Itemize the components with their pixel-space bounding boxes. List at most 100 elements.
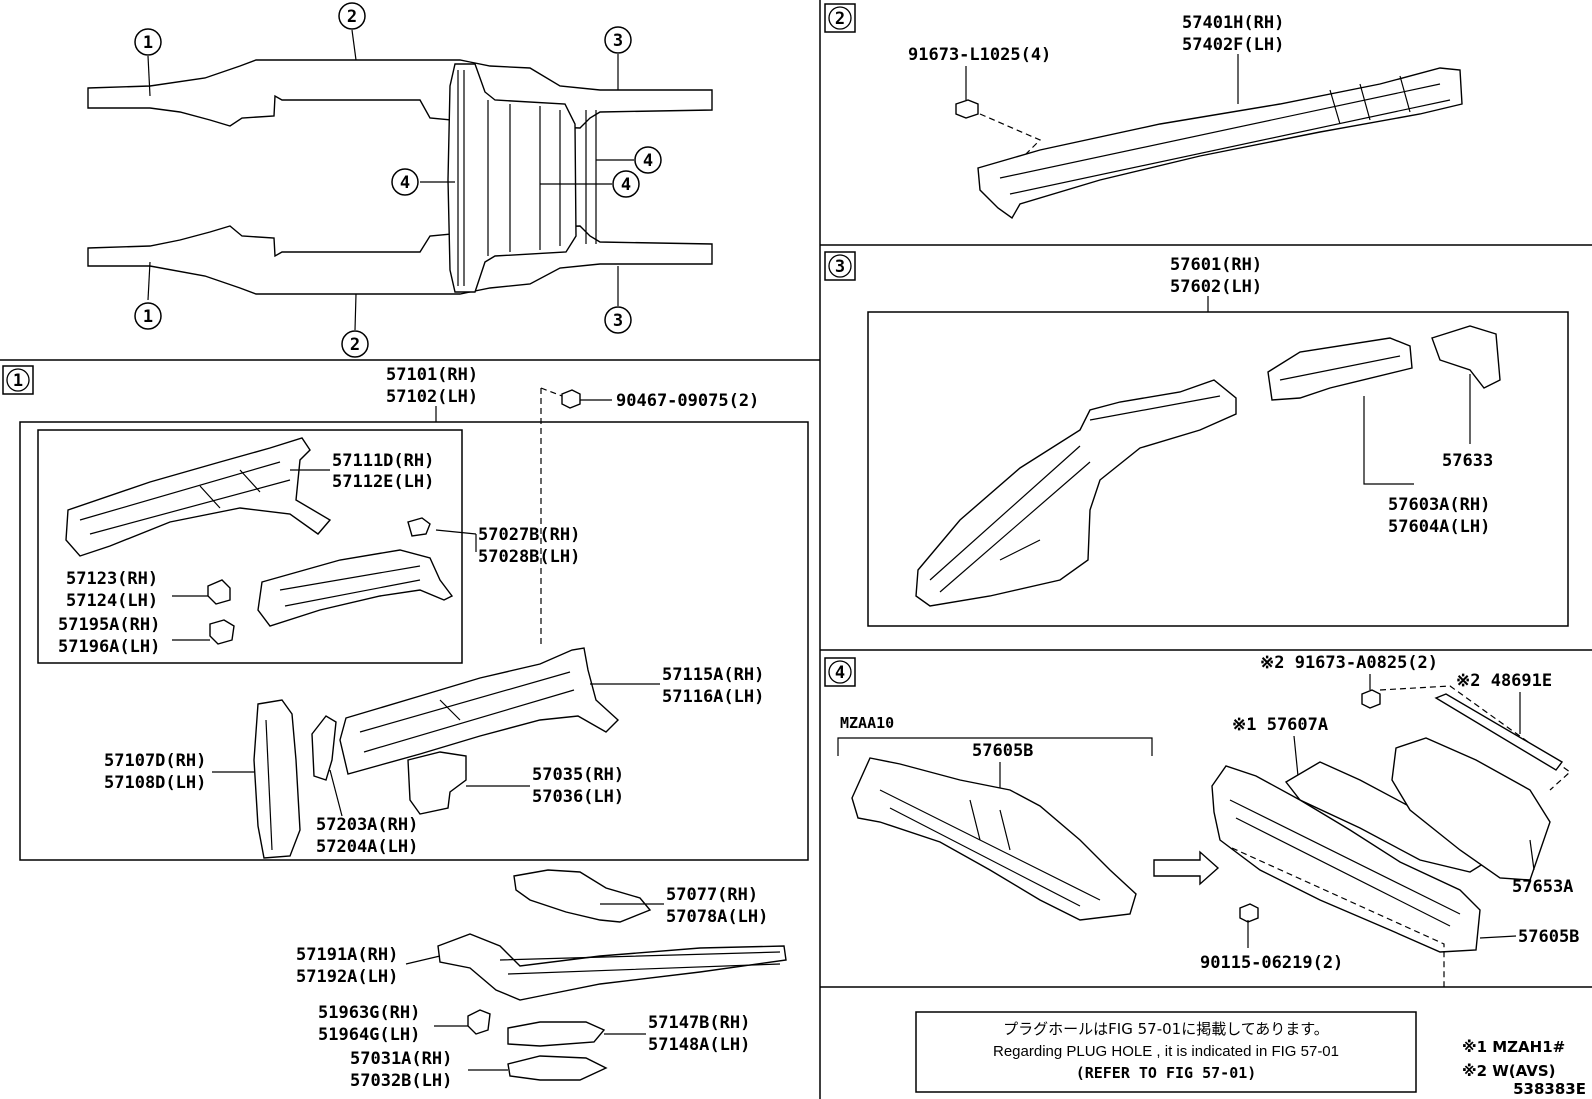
underbody-overview: [87, 59, 713, 295]
label-57102: 57102(LH): [386, 387, 478, 407]
label-57115: 57115A(RH): [662, 665, 764, 685]
label-57108: 57108D(LH): [104, 773, 206, 793]
part-57203: [311, 715, 337, 781]
label-57077: 57077(RH): [666, 885, 758, 905]
part-57195: [209, 619, 235, 645]
label-57101: 57101(RH): [386, 365, 478, 385]
footnote-1: ※1 MZAH1#: [1462, 1038, 1565, 1056]
label-51963: 51963G(RH): [318, 1003, 420, 1023]
label-51964: 51964G(LH): [318, 1025, 420, 1045]
label-90115: 90115-06219(2): [1200, 953, 1343, 973]
label-57601: 57601(RH): [1170, 255, 1262, 275]
section-2: 2 91673-L1025(4) 57401H(RH) 57402F(LH): [824, 3, 1463, 220]
part-57601: [915, 379, 1237, 607]
note-en: Regarding PLUG HOLE , it is indicated in…: [993, 1043, 1339, 1060]
callout-4-left: 4: [400, 173, 410, 193]
label-57402: 57402F(LH): [1182, 35, 1284, 55]
label-91673a: ※2 91673-A0825(2): [1260, 653, 1438, 673]
part-57027: [257, 549, 454, 627]
label-57605b-right: 57605B: [1518, 927, 1579, 947]
part-51963: [467, 1009, 491, 1035]
notes-area: プラグホールはFIG 57-01に掲載してあります。 Regarding PLU…: [915, 1011, 1586, 1098]
label-57633: 57633: [1442, 451, 1493, 471]
overview-callouts: 1 2 3 4 4 4 1 2 3: [134, 2, 662, 358]
label-57036: 57036(LH): [532, 787, 624, 807]
footnote-2: ※2 W(AVS): [1462, 1062, 1556, 1080]
callout-4-mid: 4: [621, 175, 631, 195]
callout-4-right: 4: [643, 151, 653, 171]
callout-3-bottom: 3: [613, 311, 623, 331]
bolt-90467: [561, 389, 581, 409]
figure-id: 538383E: [1513, 1080, 1586, 1098]
note-ref: (REFER TO FIG 57-01): [1076, 1064, 1257, 1082]
arrow-right: [1153, 850, 1220, 886]
callout-3-top: 3: [613, 31, 623, 51]
label-57191: 57191A(RH): [296, 945, 398, 965]
label-57603: 57603A(RH): [1388, 495, 1490, 515]
label-90467: 90467-09075(2): [616, 391, 759, 411]
label-57192: 57192A(LH): [296, 967, 398, 987]
label-57032: 57032B(LH): [350, 1071, 452, 1091]
label-57147: 57147B(RH): [648, 1013, 750, 1033]
section-4: 4 MZAA10 57605B ※1 57607A ※2 91673-A0825…: [824, 653, 1579, 990]
callout-2-bottom: 2: [350, 335, 360, 355]
label-48691: ※2 48691E: [1456, 671, 1552, 691]
label-57604: 57604A(LH): [1388, 517, 1490, 537]
label-57653: 57653A: [1512, 877, 1573, 897]
part-57633: [1431, 325, 1501, 389]
part-57027-bracket: [407, 517, 431, 537]
label-57112: 57112E(LH): [332, 472, 434, 492]
part-57111: [65, 437, 332, 557]
label-57148: 57148A(LH): [648, 1035, 750, 1055]
label-57027: 57027B(RH): [478, 525, 580, 545]
section-4-badge-number: 4: [835, 663, 845, 683]
label-57602: 57602(LH): [1170, 277, 1262, 297]
part-57077: [513, 869, 652, 923]
part-57147: [507, 1021, 606, 1047]
plug-hole-note-box: [915, 1011, 1417, 1093]
part-48691: [1434, 693, 1564, 771]
callout-1-bottom: 1: [143, 307, 153, 327]
label-57204: 57204A(LH): [316, 837, 418, 857]
part-57603: [1267, 337, 1413, 401]
label-57078: 57078A(LH): [666, 907, 768, 927]
label-57605b-left: 57605B: [972, 741, 1033, 761]
section-2-badge-number: 2: [835, 9, 845, 29]
bolt-90115: [1239, 903, 1259, 923]
label-57111: 57111D(RH): [332, 451, 434, 471]
label-57196: 57196A(LH): [58, 637, 160, 657]
callout-1-top: 1: [143, 33, 153, 53]
part-57123: [207, 579, 231, 605]
section-1-inner-box: [37, 429, 463, 664]
part-57035: [407, 751, 467, 815]
section-1-badge-number: 1: [13, 371, 23, 391]
label-57028: 57028B(LH): [478, 547, 580, 567]
label-57116: 57116A(LH): [662, 687, 764, 707]
label-57123: 57123(RH): [66, 569, 158, 589]
section-3-badge-number: 3: [835, 257, 845, 277]
label-mzaa10: MZAA10: [840, 714, 894, 732]
part-57401: [977, 67, 1463, 220]
label-57035: 57035(RH): [532, 765, 624, 785]
note-jp: プラグホールはFIG 57-01に掲載してあります。: [1003, 1020, 1329, 1038]
bolt-91673a: [1361, 689, 1381, 709]
part-57605b-mzaa10: [851, 757, 1137, 921]
label-57031: 57031A(RH): [350, 1049, 452, 1069]
part-57605b: [1211, 765, 1481, 953]
label-57124: 57124(LH): [66, 591, 158, 611]
label-57195: 57195A(RH): [58, 615, 160, 635]
section-3-box: [867, 311, 1569, 627]
label-57203: 57203A(RH): [316, 815, 418, 835]
part-57115: [339, 647, 620, 775]
label-57607: ※1 57607A: [1232, 715, 1328, 735]
section-1-outer-box: [19, 421, 809, 861]
part-57653: [1391, 737, 1551, 881]
section-1: 1 57101(RH) 57102(LH) 90467-09075(2) 571…: [2, 365, 809, 1091]
callout-2-top: 2: [347, 7, 357, 27]
label-57401: 57401H(RH): [1182, 13, 1284, 33]
part-57031: [507, 1055, 608, 1081]
label-57107: 57107D(RH): [104, 751, 206, 771]
part-57107: [253, 699, 301, 859]
